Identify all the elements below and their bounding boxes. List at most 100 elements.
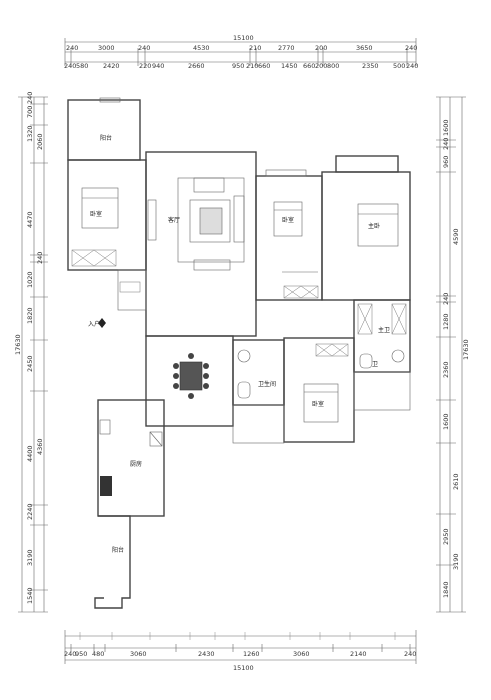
- master-bath-outline: [353, 299, 411, 373]
- left-dim: 1020: [26, 271, 34, 288]
- dining-outline: [145, 335, 234, 427]
- room-label: 卧室: [90, 210, 102, 218]
- furniture: [71, 177, 407, 496]
- right-dim: 960: [442, 156, 450, 168]
- top-dim-2: 500: [393, 62, 405, 70]
- top-dim-2: 240: [64, 62, 76, 70]
- bath-1-outline: [232, 339, 285, 406]
- bottom-dim: 240: [404, 650, 416, 658]
- master-balcony-outline: [335, 155, 399, 173]
- wardrobe-1-icon: [71, 249, 117, 267]
- right-dim: 240: [442, 138, 450, 150]
- bedroom-1-outline: [67, 159, 147, 271]
- left-dim: 240: [26, 92, 34, 104]
- toilet-icon: [237, 381, 251, 399]
- left-dim: 4360: [36, 438, 44, 455]
- wardrobe-3-icon: [315, 343, 349, 357]
- master-bed-icon: [357, 203, 399, 247]
- top-dim: 3650: [356, 44, 373, 52]
- bottom-dim: 3060: [130, 650, 147, 658]
- master-bedroom-outline: [321, 171, 411, 301]
- toilet-icon: [359, 353, 373, 369]
- top-dim-2: 220: [139, 62, 151, 70]
- right-dim: 2610: [452, 473, 460, 490]
- kitchen-outline: [97, 399, 165, 517]
- left-dim: 1820: [26, 307, 34, 324]
- right-dim: 1600: [442, 413, 450, 430]
- top-total-dim: 15100: [233, 34, 254, 42]
- bed-2-icon: [273, 201, 303, 237]
- top-dim: 240: [138, 44, 150, 52]
- walls: [67, 97, 411, 609]
- living-room-outline: [145, 151, 257, 337]
- top-dim: 2770: [278, 44, 295, 52]
- left-dim: 1320: [26, 125, 34, 142]
- top-dim: 240: [66, 44, 78, 52]
- left-dim: 2450: [26, 355, 34, 372]
- right-dim: 240: [442, 293, 450, 305]
- room-label: 卫生间: [258, 380, 276, 388]
- right-dim: 1280: [442, 313, 450, 330]
- left-total-dim: 17630: [14, 334, 22, 355]
- right-dim: 2950: [442, 528, 450, 545]
- left-dim: 1540: [26, 587, 34, 604]
- top-dim-2: 200: [315, 62, 327, 70]
- top-dim: 240: [405, 44, 417, 52]
- entrance-label: 入户: [88, 320, 100, 328]
- top-dim: 210: [249, 44, 261, 52]
- left-dim: 700: [26, 106, 34, 118]
- left-dim: 3190: [26, 549, 34, 566]
- fridge-icon: [149, 431, 163, 447]
- right-total-dim: 17630: [462, 339, 470, 360]
- room-label: 阳台: [100, 134, 112, 142]
- room-label: 主卧: [368, 222, 380, 230]
- bottom-dimension-lines: 240 950 480 3060 2430 1260 3060 2140 240…: [64, 630, 416, 672]
- bottom-total-dim: 15100: [233, 664, 254, 672]
- right-dim: 1840: [442, 581, 450, 598]
- top-dim-2: 580: [76, 62, 88, 70]
- top-dim-2: 210: [246, 62, 258, 70]
- sink-icon: [99, 419, 111, 435]
- left-dim: 2240: [26, 503, 34, 520]
- tv-cabinet-icon: [147, 199, 157, 241]
- bottom-dim: 950: [75, 650, 87, 658]
- right-dim: 2360: [442, 361, 450, 378]
- top-dim-2: 950: [232, 62, 244, 70]
- right-dimension-lines: 1600 240 960 4590 240 1280 2360 1600 261…: [436, 96, 470, 613]
- left-dim: 4470: [26, 211, 34, 228]
- washbasin-icon: [237, 349, 251, 363]
- dining-table-icon: [179, 361, 203, 391]
- bed-1-icon: [81, 187, 119, 229]
- top-dim-2: 1450: [281, 62, 298, 70]
- left-dim: 2060: [36, 133, 44, 150]
- bed-3-icon: [303, 383, 339, 423]
- bottom-dim: 2140: [350, 650, 367, 658]
- bottom-dim: 3060: [293, 650, 310, 658]
- bottom-dim: 480: [92, 650, 104, 658]
- room-label: 厨房: [130, 460, 142, 468]
- right-dim: 4590: [452, 228, 460, 245]
- room-label: 客厅: [168, 216, 180, 224]
- top-dim-2: 2660: [188, 62, 205, 70]
- left-dim: 4400: [26, 445, 34, 462]
- top-dim: 3000: [98, 44, 115, 52]
- entrance-marker-icon: [98, 318, 106, 328]
- top-dimension-lines: 15100 240 3000 240 4530 210 2770 200 365…: [64, 34, 418, 70]
- top-dim: 200: [315, 44, 327, 52]
- right-dim: 3190: [452, 553, 460, 570]
- top-dim-2: 2350: [362, 62, 379, 70]
- rug-icon: [189, 199, 231, 243]
- stove-icon: [100, 476, 112, 496]
- room-label: 卧室: [312, 400, 324, 408]
- room-label: 卧室: [282, 216, 294, 224]
- room-label: 阳台: [112, 546, 124, 554]
- bottom-dim: 240: [64, 650, 76, 658]
- left-dimension-lines: 17630 240 700 1320 2060 4470 240 1020 18…: [14, 92, 48, 613]
- top-dim-2: 940: [152, 62, 164, 70]
- washbasin-icon: [391, 349, 405, 363]
- room-label: 主卫: [378, 326, 390, 334]
- right-dim: 1600: [442, 119, 450, 136]
- room-labels: 阳台 客厅 卧室 卧室 主卧 卫生间 主卫 卧室 厨房 阳台 卫 入户: [88, 134, 390, 554]
